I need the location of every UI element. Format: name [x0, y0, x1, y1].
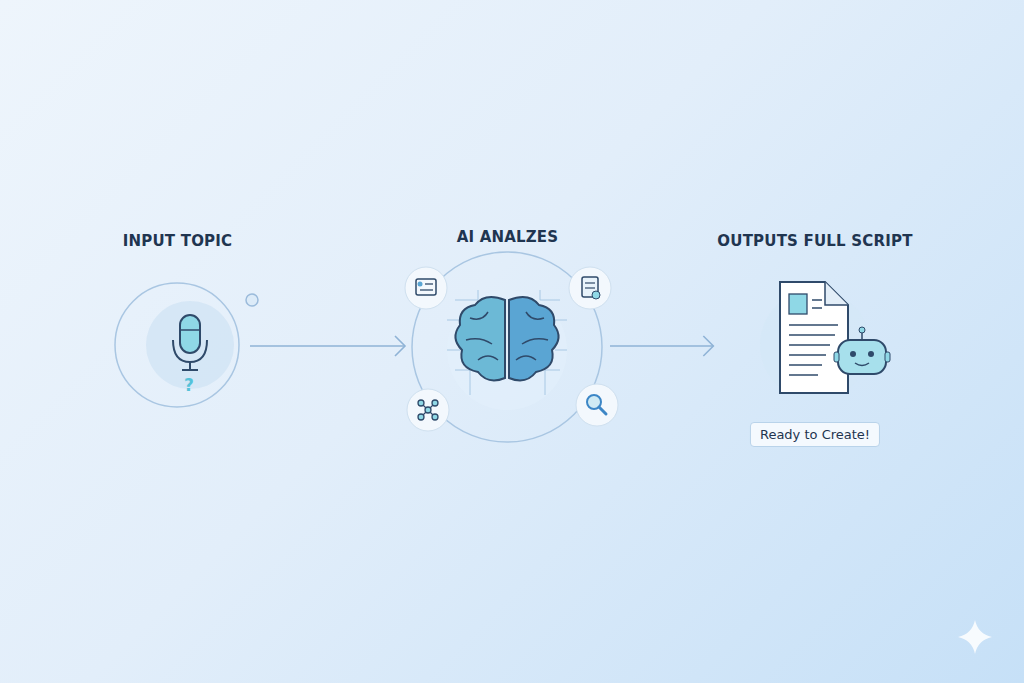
process-stage: AI ANALZES	[405, 228, 610, 448]
flow-arrow	[250, 336, 405, 356]
output-stage: OUTPUTS FULL SCRIPT Ready to Create!	[713, 232, 916, 447]
question-mark: ?	[184, 375, 194, 395]
process-stage: INPUT TOPIC	[105, 232, 250, 417]
stage-heading: OUTPUTS FULL SCRIPT	[713, 232, 916, 250]
document-icon	[780, 282, 848, 393]
stage-heading: AI ANALZES	[405, 228, 610, 246]
orbit-dot	[246, 294, 258, 306]
brain-icon	[455, 297, 558, 380]
orbit-ring	[115, 283, 239, 407]
satellite-icons	[405, 267, 618, 431]
brain-glow	[447, 290, 567, 410]
microphone-icon	[173, 315, 207, 370]
flow-arrow	[610, 336, 713, 356]
robot-icon	[834, 327, 890, 374]
network-lines	[447, 290, 567, 395]
sparkle-watermark	[958, 620, 992, 654]
status-badge: Ready to Create!	[750, 422, 880, 447]
stage-heading: INPUT TOPIC	[105, 232, 250, 250]
